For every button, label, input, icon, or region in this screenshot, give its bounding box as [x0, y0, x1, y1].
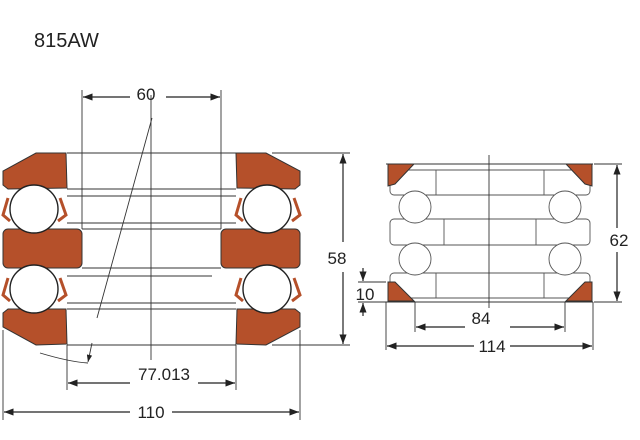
outline-view: 62 10 84 114 — [356, 155, 629, 356]
cages — [1, 197, 302, 303]
outer-corner — [564, 163, 593, 187]
dim-t-label: 10 — [356, 285, 375, 304]
dim-D-label: 110 — [137, 403, 164, 422]
dim-84-label: 84 — [472, 309, 491, 328]
dim-114-label: 114 — [478, 337, 505, 356]
ball — [548, 242, 582, 276]
ball — [9, 184, 59, 234]
ball — [398, 242, 432, 276]
bottom-washer-left — [2, 308, 68, 346]
ball — [242, 264, 292, 314]
ball — [9, 264, 59, 314]
dim-d-label: 60 — [137, 85, 156, 104]
model-title: 815AW — [34, 30, 99, 52]
middle-washer-left — [2, 228, 83, 269]
outer-corner — [387, 163, 416, 187]
outer-corner — [387, 281, 416, 302]
bottom-washer-right — [235, 308, 301, 346]
ball — [242, 184, 292, 234]
outer-corner — [564, 281, 593, 302]
dim-d1-label: 77.013 — [138, 365, 190, 384]
raceway-lines — [67, 90, 236, 360]
ball — [548, 190, 582, 224]
dim-h-label: 58 — [328, 249, 347, 268]
dim-height-label: 62 — [610, 231, 629, 250]
top-washer-right — [235, 152, 301, 190]
middle-washer-right — [220, 228, 301, 269]
ball — [398, 190, 432, 224]
top-washer-left — [2, 152, 68, 190]
section-view: 60 58 77.013 110 — [1, 85, 350, 422]
